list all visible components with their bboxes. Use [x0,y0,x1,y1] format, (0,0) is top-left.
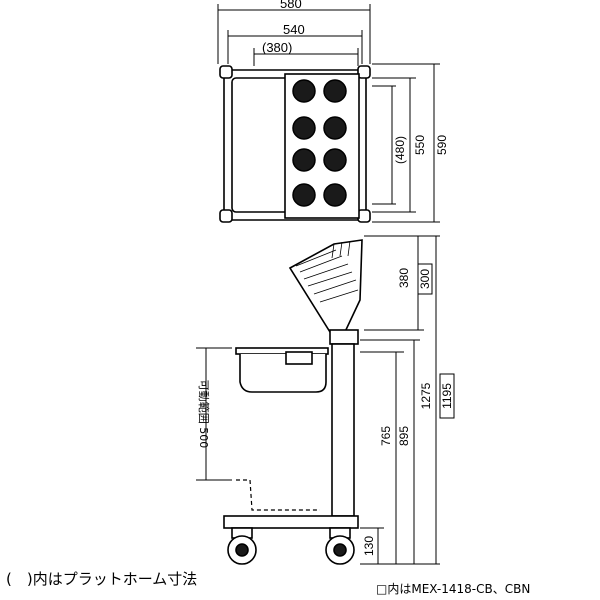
depth-inner-label: 550 [413,135,427,155]
depth-platform-label: (480) [393,136,407,164]
upper-height-label: 895 [397,426,411,446]
depth-overall-label: 590 [435,135,449,155]
total-height-alt-label: 1195 [440,383,454,409]
lower-height-label: 765 [379,426,393,446]
width-inner-label: 540 [283,22,305,37]
total-height-alt-box [439,373,455,419]
top-dimension-lines [217,4,440,223]
basket-height-alt-label: 300 [418,269,432,289]
boxed-note: □内はMEX-1418-CB、CBN [376,582,531,596]
base-height-label: 130 [362,536,376,556]
basket-height-label: 380 [397,268,411,288]
total-height-label: 1275 [419,382,433,409]
width-platform-label: (380) [262,40,292,55]
side-dimension-lines [196,235,440,565]
cup-holes [292,79,347,207]
side-view [223,239,363,565]
width-overall-label: 580 [280,0,302,11]
movable-range-label: 可動範囲 500 [197,380,211,449]
basket-height-alt-box [417,263,433,295]
parentheses-note: ( )内はプラットホーム寸法 [6,570,198,588]
